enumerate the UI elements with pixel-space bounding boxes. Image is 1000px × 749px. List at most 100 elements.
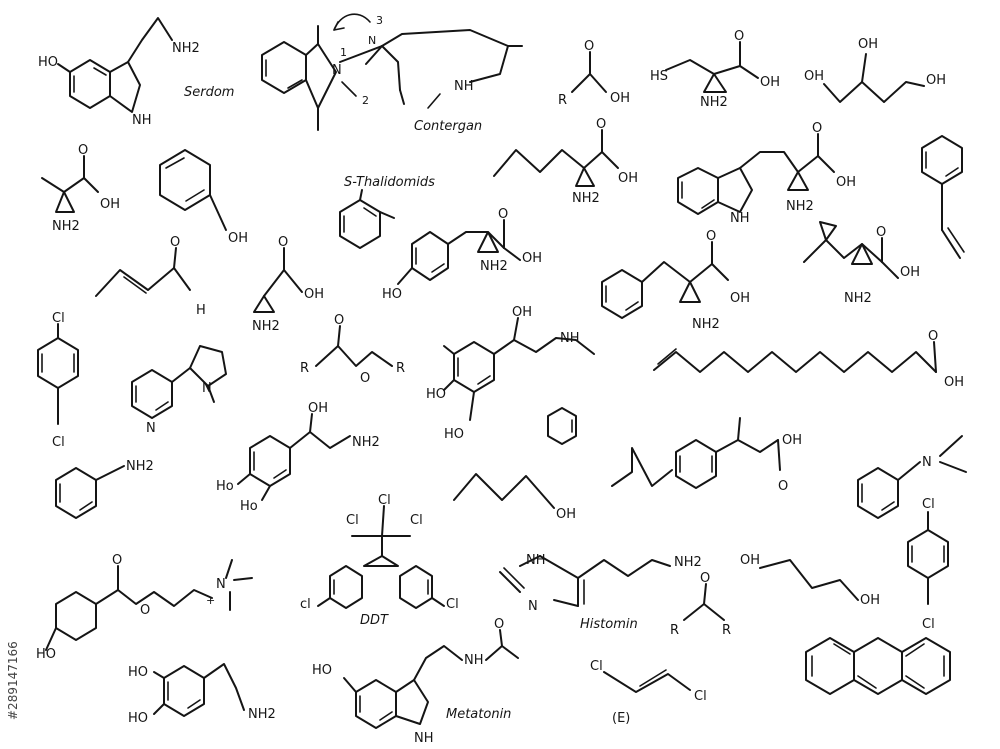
epinephrine-nh: NH bbox=[560, 331, 580, 346]
anthracene-structure bbox=[805, 637, 951, 695]
cysteine-oh: OH bbox=[760, 75, 780, 90]
cyclohexene-structure bbox=[547, 407, 577, 445]
glycine-nh2: NH2 bbox=[252, 319, 280, 334]
norleucine-like-structure: O OH NH2 bbox=[493, 117, 638, 206]
undecenoic-acid-structure: O OH bbox=[653, 329, 964, 390]
ddt-structure: Cl Cl Cl cl Cl DDT bbox=[300, 493, 459, 628]
tyrosine-ho: HO bbox=[382, 287, 402, 302]
ester-r-left: R bbox=[300, 361, 309, 376]
choline-ester-structure: O O N + HO bbox=[36, 553, 253, 662]
crotonaldehyde-o: O bbox=[170, 235, 180, 250]
tryptophan-o: O bbox=[812, 121, 822, 136]
cyclopropyl-amino-acid-structure: O OH NH2 bbox=[803, 221, 920, 306]
serotonin-ho: HO bbox=[38, 55, 58, 70]
dcb-right-cl-top: Cl bbox=[922, 497, 935, 512]
melatonin-nh: NH bbox=[414, 731, 434, 746]
melatonin-nh-amide: NH bbox=[464, 653, 484, 668]
norepinephrine-ho-2: Ho bbox=[240, 499, 258, 514]
undecenoic-o: O bbox=[928, 329, 938, 344]
contergan-nh: NH bbox=[454, 79, 474, 94]
phenol-oh: OH bbox=[228, 231, 248, 246]
butanol-oh: OH bbox=[556, 507, 576, 522]
crotonaldehyde-structure: O H bbox=[95, 235, 206, 318]
choline-o-carbonyl: O bbox=[112, 553, 122, 568]
ester-o-top: O bbox=[334, 313, 344, 328]
melatonin-structure: HO NH NH O Metatonin bbox=[312, 617, 519, 746]
dopamine-nh2: NH2 bbox=[248, 707, 276, 722]
histamine-n: N bbox=[528, 599, 538, 614]
norleucine-o: O bbox=[596, 117, 606, 132]
dce-cl-left: Cl bbox=[590, 659, 603, 674]
melatonin-name: Metatonin bbox=[446, 707, 511, 722]
glycine-like-structure: O OH NH2 bbox=[252, 235, 324, 334]
norepinephrine-structure: OH NH2 Ho Ho bbox=[216, 401, 380, 514]
crotonaldehyde-h: H bbox=[196, 303, 206, 318]
tyrosine-nh2: NH2 bbox=[480, 259, 508, 274]
histamine-name: Histomin bbox=[580, 617, 638, 632]
aniline-structure: NH2 bbox=[55, 459, 154, 519]
glycine-oh: OH bbox=[304, 287, 324, 302]
ibuprofen-oh: OH bbox=[782, 433, 802, 448]
ibuprofen-structure: O OH bbox=[611, 417, 802, 494]
aniline-nh2: NH2 bbox=[126, 459, 154, 474]
cysteine-nh2: NH2 bbox=[700, 95, 728, 110]
ester-structure: R O O R bbox=[300, 313, 405, 386]
norleucine-oh: OH bbox=[618, 171, 638, 186]
glycerol-oh-right: OH bbox=[926, 73, 946, 88]
alanine-like-structure: O OH NH2 bbox=[41, 143, 120, 234]
serotonin-structure: HO NH2 NH Serdom bbox=[38, 17, 234, 128]
dopamine-ho-1: HO bbox=[128, 665, 148, 680]
tryptophan-oh: OH bbox=[836, 175, 856, 190]
choline-plus: + bbox=[206, 594, 215, 607]
dopamine-ho-2: HO bbox=[128, 711, 148, 726]
butanol-structure: OH bbox=[453, 473, 576, 522]
tyrosine-o: O bbox=[498, 207, 508, 222]
ketone-r-left: R bbox=[670, 623, 679, 638]
dichlorobenzene-right-structure: Cl Cl bbox=[907, 497, 949, 632]
ester-r-right: R bbox=[396, 361, 405, 376]
ester-o-bridge: O bbox=[360, 371, 370, 386]
dcb-left-cl-top: Cl bbox=[52, 311, 65, 326]
acid-r: R bbox=[558, 93, 567, 108]
cyclopropyl-nh2: NH2 bbox=[844, 291, 872, 306]
histamine-nh2: NH2 bbox=[674, 555, 702, 570]
ddt-cl-right: Cl bbox=[410, 513, 423, 528]
contergan-n-star: N bbox=[368, 34, 376, 47]
phenylalanine-o: O bbox=[706, 229, 716, 244]
norepinephrine-oh: OH bbox=[308, 401, 328, 416]
contergan-num-1: 1 bbox=[340, 46, 347, 59]
cysteine-hs: HS bbox=[650, 69, 668, 84]
histamine-structure: NH N NH2 Histomin bbox=[499, 553, 702, 632]
serotonin-name: Serdom bbox=[184, 85, 234, 100]
undecenoic-oh: OH bbox=[944, 375, 964, 390]
tyrosine-structure: HO O OH NH2 bbox=[382, 207, 542, 302]
norleucine-nh2: NH2 bbox=[572, 191, 600, 206]
carboxylic-acid-structure: R O OH bbox=[558, 39, 630, 108]
dce-isomer-label: (E) bbox=[612, 711, 630, 726]
ddt-cl-ring-right: Cl bbox=[446, 597, 459, 612]
ddt-cl-ring-left: cl bbox=[300, 597, 311, 612]
ddt-name: DDT bbox=[360, 613, 389, 628]
contergan-num-3: 3 bbox=[376, 14, 383, 27]
stock-id-watermark: #289147166 bbox=[6, 520, 20, 720]
epinephrine-oh: OH bbox=[512, 305, 532, 320]
dcb-right-cl-bottom: Cl bbox=[922, 617, 935, 632]
propanediol-oh-left: OH bbox=[740, 553, 760, 568]
glycine-o: O bbox=[278, 235, 288, 250]
stock-id-text: #289147166 bbox=[6, 641, 20, 720]
glycerol-structure: OH OH OH bbox=[804, 37, 946, 103]
nicotine-n-ring: N bbox=[202, 381, 212, 396]
tryptophan-nh: NH bbox=[730, 211, 750, 226]
ddt-cl-top: Cl bbox=[378, 493, 391, 508]
acid-oh: OH bbox=[610, 91, 630, 106]
serotonin-nh: NH bbox=[132, 113, 152, 128]
alanine-oh: OH bbox=[100, 197, 120, 212]
contergan-name: Contergan bbox=[414, 119, 482, 134]
ibuprofen-o: O bbox=[778, 479, 788, 494]
alanine-nh2: NH2 bbox=[52, 219, 80, 234]
epinephrine-ho-1: HO bbox=[426, 387, 446, 402]
phenylalanine-oh: OH bbox=[730, 291, 750, 306]
alanine-o: O bbox=[78, 143, 88, 158]
